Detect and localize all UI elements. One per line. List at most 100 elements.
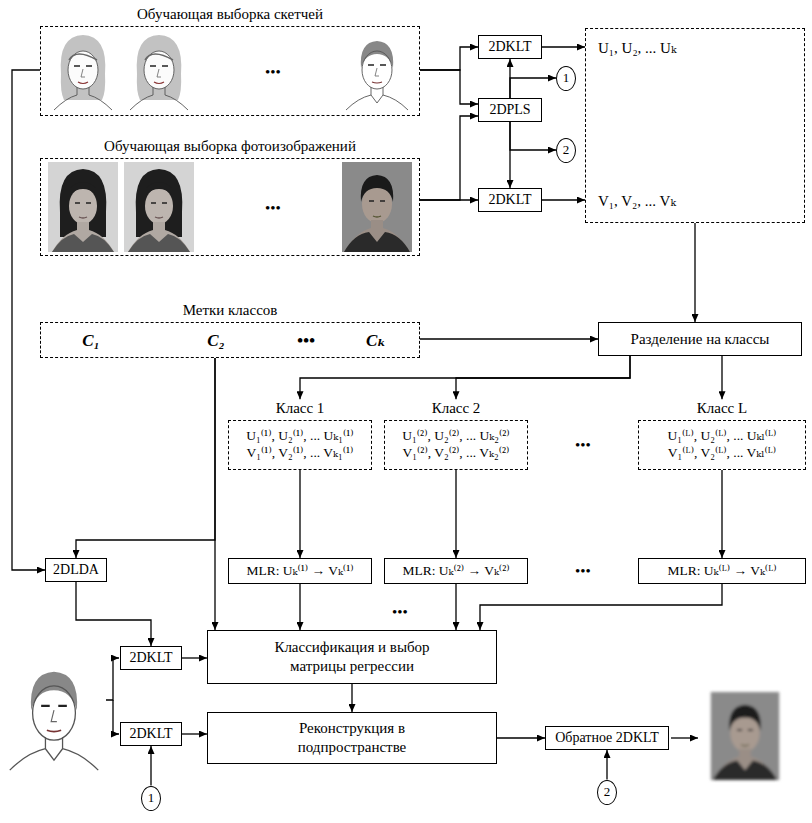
node-text: U₁⁽¹⁾, U₂⁽¹⁾, ... Uₖ₁⁽¹⁾ [246,428,353,445]
connector-arrow [182,657,207,658]
connector-arrow [606,750,607,780]
connector-arrow [76,582,151,646]
node-text: U₁, U₂, ... Uₖ [598,39,676,58]
node-text: U₁⁽²⁾, U₂⁽²⁾, ... Uₖ₂⁽²⁾ [402,428,509,445]
node-text: V₁⁽ᴸ⁾, V₂⁽ᴸ⁾, ... Vₖₗ⁽ᴸ⁾ [668,445,776,462]
input-wire [106,658,119,700]
node-text: V₁, V₂, ... Vₖ [598,192,676,211]
dashed-group: Класс 1U₁⁽¹⁾, U₂⁽¹⁾, ... Uₖ₁⁽¹⁾V₁⁽¹⁾, V₂… [228,420,372,470]
node-text: ••• [297,330,315,351]
connector-arrow [542,199,585,200]
callout-circle: 1 [556,66,576,91]
output-image [711,692,779,780]
node-text: 2DKLT [129,649,172,667]
node-text: 2DKLT [488,191,531,209]
group-heading: Метки классов [183,301,278,323]
ellipsis-label: ••• [575,437,591,454]
input-wire [113,700,119,734]
connector-arrow [150,746,151,786]
process-box: Реконструкция в подпространстве [207,712,497,764]
process-box: MLR: Uₖ⁽¹⁾ → Vₖ⁽¹⁾ [228,558,372,584]
photo-image [124,162,194,252]
callout-circle: 2 [556,138,576,163]
node-text: Cₖ [366,330,386,351]
connector-arrow [420,70,478,104]
dashed-group: Обучающая выборка скетчей••• [40,26,420,116]
node-text: ••• [265,199,281,218]
sketch-image [130,35,188,110]
connector-arrow [300,356,630,399]
sketch-image [346,41,408,110]
process-box: MLR: Uₖ⁽ᴸ⁾ → Vₖ⁽ᴸ⁾ [638,558,806,584]
node-text: 2DPLS [489,101,530,119]
process-box: 2DLDA [45,558,107,582]
node-text: MLR: Uₖ⁽¹⁾ → Vₖ⁽¹⁾ [246,563,353,580]
connector-arrow [214,358,215,630]
process-box: Разделение на классы [598,322,802,356]
dashed-group: Класс 2U₁⁽²⁾, U₂⁽²⁾, ... Uₖ₂⁽²⁾V₁⁽²⁾, V₂… [384,420,528,470]
node-text: Обратное 2DKLT [555,729,659,747]
node-text: 1 [563,70,570,86]
process-box: 2DKLT [120,722,182,746]
connector-arrow [510,78,556,98]
connector-arrow [351,684,352,712]
node-text: 2DLDA [53,561,99,579]
node-text: C₁ [82,330,99,351]
connector-arrow [510,122,556,150]
node-text: 2 [563,142,570,158]
node-text: V₁⁽¹⁾, V₂⁽¹⁾, ... Vₖ₁⁽¹⁾ [247,445,354,462]
node-text: MLR: Uₖ⁽ᴸ⁾ → Vₖ⁽ᴸ⁾ [667,563,776,580]
node-text: Классификация и выбор матрицы регрессии [257,638,447,676]
connector-arrow [420,116,478,200]
node-text: Разделение на классы [631,330,770,349]
node-text: 2DKLT [488,38,531,56]
connector-arrow [76,358,215,558]
process-box: Классификация и выбор матрицы регрессии [207,630,497,684]
connector-arrow [299,470,300,558]
connector-arrow [721,356,722,399]
process-box: 2DKLT [478,35,542,59]
node-text: C₂ [207,330,224,351]
process-box: 2DKLT [120,646,182,670]
ellipsis-label: ••• [392,604,408,621]
photo-image [48,162,118,252]
connector-arrow [480,584,722,630]
node-text: Реконструкция в подпространстве [257,719,447,757]
callout-circle: 1 [141,786,161,811]
connector-arrow [12,70,45,570]
node-text: U₁⁽ᴸ⁾, U₂⁽ᴸ⁾, ... Uₖₗ⁽ᴸ⁾ [668,428,777,445]
connector-arrow [420,47,478,70]
group-heading: Обучающая выборка фотоизображений [104,137,356,159]
connector-arrow [694,223,695,322]
process-box: 2DKLT [478,188,542,212]
sketch-image [54,35,112,110]
connector-arrow [299,584,300,630]
group-heading: Класс 1 [276,399,325,421]
node-text: 1 [148,790,155,806]
photo-image [342,162,412,252]
group-heading: Класс L [697,399,747,421]
node-text: MLR: Uₖ⁽²⁾ → Vₖ⁽²⁾ [402,563,509,580]
node-text: ••• [265,63,281,82]
input-sketch [10,672,98,770]
process-box: Обратное 2DKLT [545,726,669,750]
process-box: MLR: Uₖ⁽²⁾ → Vₖ⁽²⁾ [384,558,528,584]
connector-arrow [420,199,478,200]
callout-circle: 2 [597,780,617,805]
dashed-group: Класс LU₁⁽ᴸ⁾, U₂⁽ᴸ⁾, ... Uₖₗ⁽ᴸ⁾V₁⁽ᴸ⁾, V₂… [638,420,806,470]
connector-arrow [497,737,545,738]
dashed-group: Обучающая выборка фотоизображений••• [40,158,420,256]
dashed-group: U₁, U₂, ... Uₖ V₁, V₂, ... Vₖ [585,28,805,223]
dashed-group: Метки классовC₁C₂•••Cₖ [40,322,420,358]
connector-arrow [721,470,722,558]
connector-arrow [542,46,585,47]
group-heading: Класс 2 [432,399,481,421]
group-heading: Обучающая выборка скетчей [137,5,323,27]
node-text: V₁⁽²⁾, V₂⁽²⁾, ... Vₖ₂⁽²⁾ [403,445,510,462]
connector-arrow [182,733,207,734]
node-text: 2DKLT [129,725,172,743]
connector-arrow [420,338,598,339]
connector-arrow [455,584,456,630]
